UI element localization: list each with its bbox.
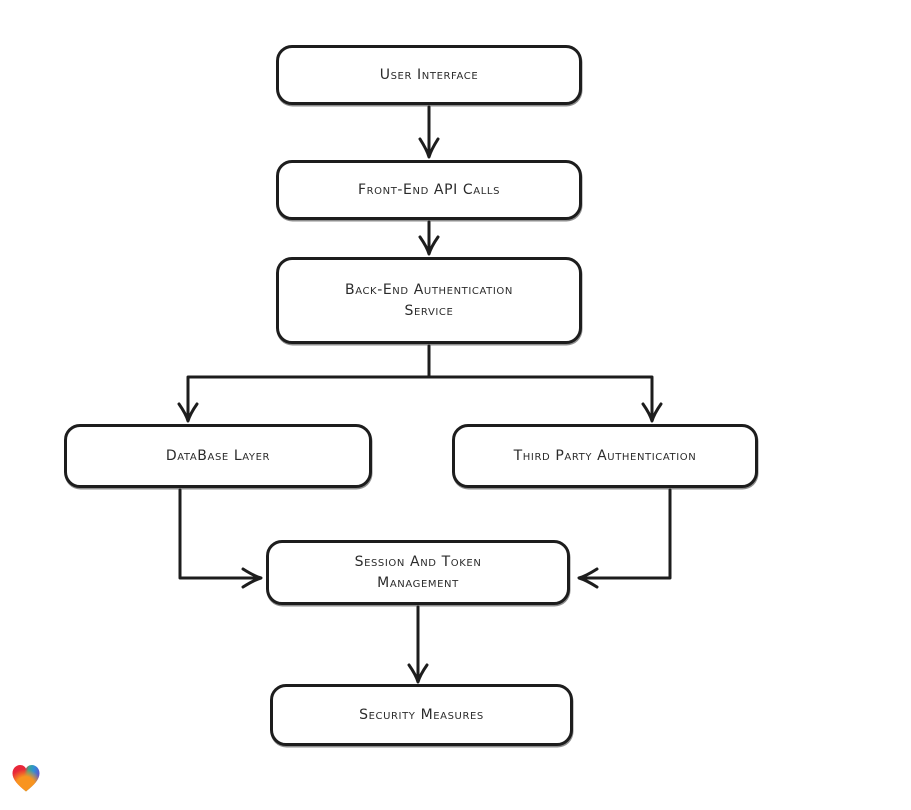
edge-front-end-api-calls-to-back-end-authentication bbox=[418, 220, 440, 256]
edge-back-end-to-third-party-authentication bbox=[427, 375, 663, 423]
node-back-end-authentication-service[interactable]: Back-End Authentication Service bbox=[276, 257, 582, 344]
node-user-interface-label: User Interface bbox=[379, 66, 479, 83]
edge-third-party-to-session-management bbox=[577, 488, 672, 589]
eraser-heart-logo[interactable] bbox=[8, 760, 44, 796]
node-security-measures[interactable]: Security Measures bbox=[270, 684, 573, 746]
node-session-and-token-management[interactable]: Session And Token Management bbox=[266, 540, 570, 605]
node-third-party-authentication-label: Third Party Authentication bbox=[513, 447, 697, 464]
edge-session-management-to-security-measures bbox=[407, 605, 429, 684]
node-front-end-api-calls-label: Front-End API Calls bbox=[357, 181, 501, 198]
node-session-and-token-management-label: Session And Token Management bbox=[354, 553, 482, 591]
edge-user-interface-to-front-end-api-calls bbox=[418, 105, 440, 159]
edge-database-layer-to-session-management bbox=[178, 488, 263, 589]
node-database-layer[interactable]: DataBase Layer bbox=[64, 424, 372, 488]
edge-back-end-to-database-layer bbox=[177, 375, 431, 423]
node-user-interface[interactable]: User Interface bbox=[276, 45, 582, 105]
node-security-measures-label: Security Measures bbox=[359, 706, 484, 723]
node-third-party-authentication[interactable]: Third Party Authentication bbox=[452, 424, 758, 488]
node-database-layer-label: DataBase Layer bbox=[165, 447, 271, 464]
node-front-end-api-calls[interactable]: Front-End API Calls bbox=[276, 160, 582, 220]
node-back-end-authentication-service-label: Back-End Authentication Service bbox=[345, 281, 513, 319]
